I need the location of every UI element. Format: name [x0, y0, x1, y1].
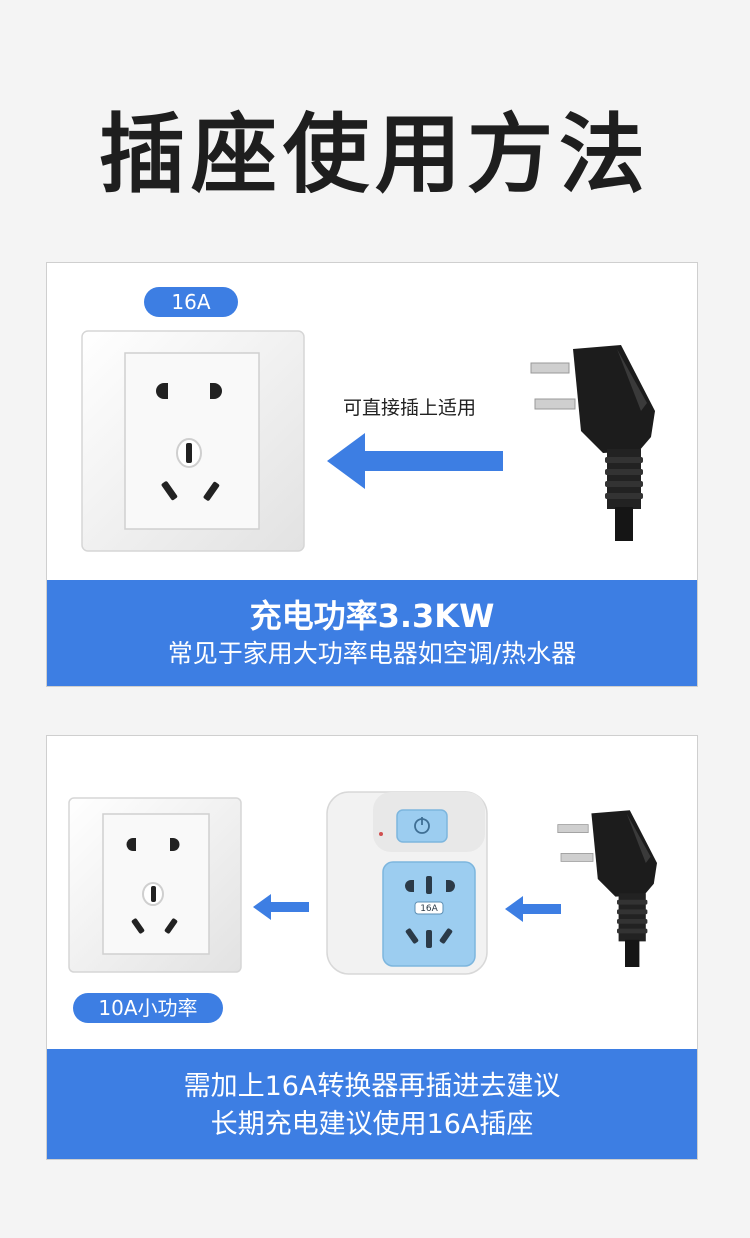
power-rating: 充电功率3.3KW — [249, 597, 495, 635]
charging-recommendation: 长期充电建议使用16A插座 — [210, 1109, 534, 1140]
arrow-left-icon — [327, 433, 503, 489]
plug-icon — [557, 810, 657, 967]
plug-icon — [530, 345, 655, 541]
panel-direct-use: 16A 可直接插上适用 — [46, 262, 698, 687]
amperage-badge-16a: 16A — [144, 287, 238, 317]
usage-note: 常见于家用大功率电器如空调/热水器 — [167, 639, 577, 668]
power-button-icon — [396, 809, 448, 843]
info-band: 需加上16A转换器再插进去建议 长期充电建议使用16A插座 — [47, 1049, 697, 1159]
converter-adapter-icon — [326, 791, 488, 975]
amperage-badge-10a: 10A小功率 — [73, 993, 223, 1023]
converter-rating-label: 16A — [420, 904, 438, 914]
converter-instruction: 需加上16A转换器再插进去建议 — [183, 1071, 561, 1102]
panel-converter-use: 16A 10A小功率 需加上16A转换器再插进去建议 长期充电建议使用16A插座 — [46, 735, 698, 1160]
arrow-left-icon — [505, 896, 561, 922]
wall-socket-icon — [81, 330, 305, 552]
arrow-label: 可直接插上适用 — [343, 397, 477, 419]
wall-socket-icon — [68, 797, 242, 973]
info-band: 充电功率3.3KW 常见于家用大功率电器如空调/热水器 — [47, 580, 697, 686]
page-title: 插座使用方法 — [99, 105, 651, 205]
arrow-left-icon — [253, 894, 309, 920]
